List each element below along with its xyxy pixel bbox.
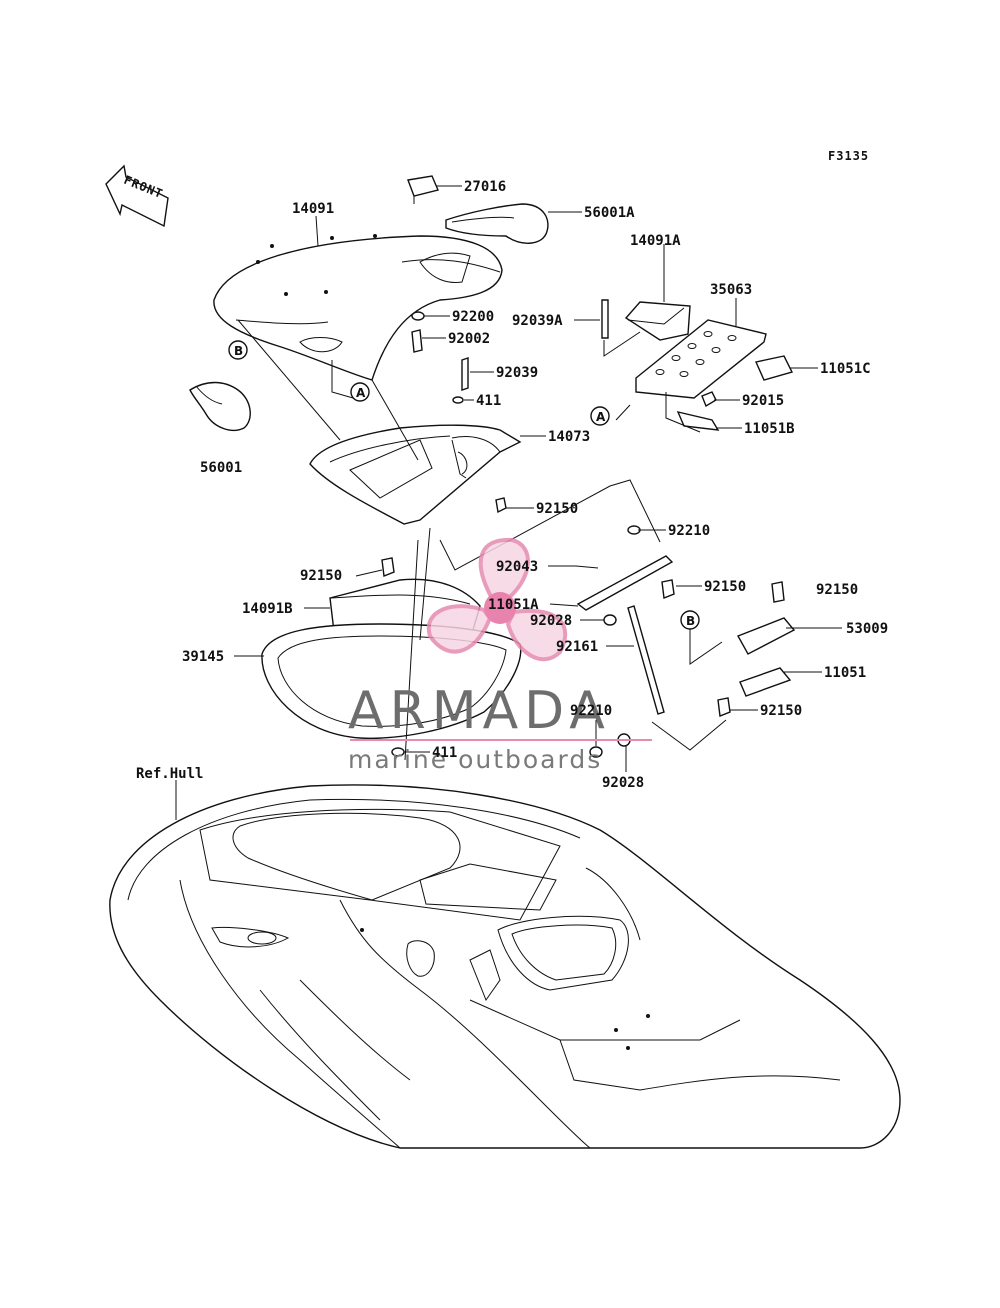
part-label: 92002 bbox=[448, 331, 490, 347]
ref-hull-label: Ref.Hull bbox=[136, 766, 203, 782]
bushing-92028-upper bbox=[603, 614, 617, 626]
latch-53009 bbox=[736, 617, 796, 655]
bracket-35063 bbox=[635, 319, 767, 399]
watermark-tagline: marine outboards bbox=[348, 745, 602, 774]
bolt-92150-e bbox=[717, 697, 731, 717]
part-label: 92015 bbox=[742, 393, 784, 409]
figure-code: F3135 bbox=[828, 149, 869, 163]
part-label: 92150 bbox=[300, 568, 342, 584]
part-label: 11051C bbox=[820, 361, 871, 377]
hull-reference bbox=[109, 780, 901, 1149]
label-leaders bbox=[234, 185, 842, 772]
part-label: 92043 bbox=[496, 559, 538, 575]
part-label: 14091 bbox=[292, 201, 334, 217]
bolt-92150-a bbox=[495, 497, 507, 514]
part-label: 56001 bbox=[200, 460, 242, 476]
front-direction-arrow: FRONT bbox=[105, 164, 169, 228]
callout-b-right: B bbox=[680, 610, 700, 630]
cap-27016 bbox=[407, 175, 439, 204]
clip-11051b bbox=[676, 411, 720, 431]
part-label: 92028 bbox=[602, 775, 644, 791]
part-label: 27016 bbox=[464, 179, 506, 195]
clip-11051c bbox=[755, 355, 794, 381]
part-label: 11051 bbox=[824, 665, 866, 681]
part-labels: 27016 56001A 14091 14091A 35063 92200 92… bbox=[182, 179, 888, 791]
part-label: 411 bbox=[432, 745, 457, 761]
bolt-92150-b bbox=[381, 557, 395, 577]
watermark-brand: ARMADA bbox=[348, 681, 611, 741]
part-label: 92161 bbox=[556, 639, 598, 655]
pin-92043 bbox=[575, 565, 599, 569]
propeller-logo bbox=[426, 537, 568, 662]
part-label: 411 bbox=[476, 393, 501, 409]
armada-watermark: ARMADA marine outboards bbox=[348, 537, 652, 774]
part-label: 92150 bbox=[536, 501, 578, 517]
cowl-14091 bbox=[213, 234, 503, 381]
hinge-11051a bbox=[576, 555, 674, 611]
part-label: 11051A bbox=[488, 597, 539, 613]
part-label: 92039 bbox=[496, 365, 538, 381]
nut-92015 bbox=[701, 391, 717, 408]
part-label: 92039A bbox=[512, 313, 563, 329]
part-label: 92028 bbox=[530, 613, 572, 629]
storage-bin-14073 bbox=[309, 424, 522, 525]
part-label: 92150 bbox=[704, 579, 746, 595]
part-label: 92150 bbox=[760, 703, 802, 719]
mirror-56001 bbox=[189, 381, 251, 432]
part-label: 92210 bbox=[668, 523, 710, 539]
part-label: 11051B bbox=[744, 421, 795, 437]
stud-92039 bbox=[461, 357, 469, 391]
washer-411-upper bbox=[452, 396, 464, 404]
part-label: 53009 bbox=[846, 621, 888, 637]
part-label: 14073 bbox=[548, 429, 590, 445]
part-label: 14091B bbox=[242, 601, 293, 617]
bolt-92002 bbox=[411, 329, 423, 353]
mirror-56001a bbox=[445, 203, 549, 244]
svg-text:B: B bbox=[686, 614, 695, 628]
svg-text:A: A bbox=[356, 386, 366, 400]
assembly-lines bbox=[237, 319, 727, 761]
part-label: 92210 bbox=[570, 703, 612, 719]
plate-11051 bbox=[739, 667, 792, 697]
callout-a-left: A bbox=[350, 382, 370, 402]
damper-92161 bbox=[627, 605, 665, 715]
svg-text:B: B bbox=[234, 344, 243, 358]
handle-tray-14091a bbox=[624, 301, 691, 341]
callout-a-right: A bbox=[590, 406, 610, 426]
part-label: 35063 bbox=[710, 282, 752, 298]
callout-b-left: B bbox=[228, 340, 248, 360]
part-label: 14091A bbox=[630, 233, 681, 249]
part-label: 92200 bbox=[452, 309, 494, 325]
part-label: 92150 bbox=[816, 582, 858, 598]
washer-92200 bbox=[411, 311, 425, 321]
bolt-92150-c bbox=[661, 579, 675, 599]
svg-text:A: A bbox=[596, 410, 606, 424]
washer-92210-lower bbox=[589, 746, 603, 758]
stud-92039a bbox=[601, 299, 609, 339]
part-label: 56001A bbox=[584, 205, 635, 221]
bolt-92150-d bbox=[771, 581, 785, 603]
part-label: 39145 bbox=[182, 649, 224, 665]
